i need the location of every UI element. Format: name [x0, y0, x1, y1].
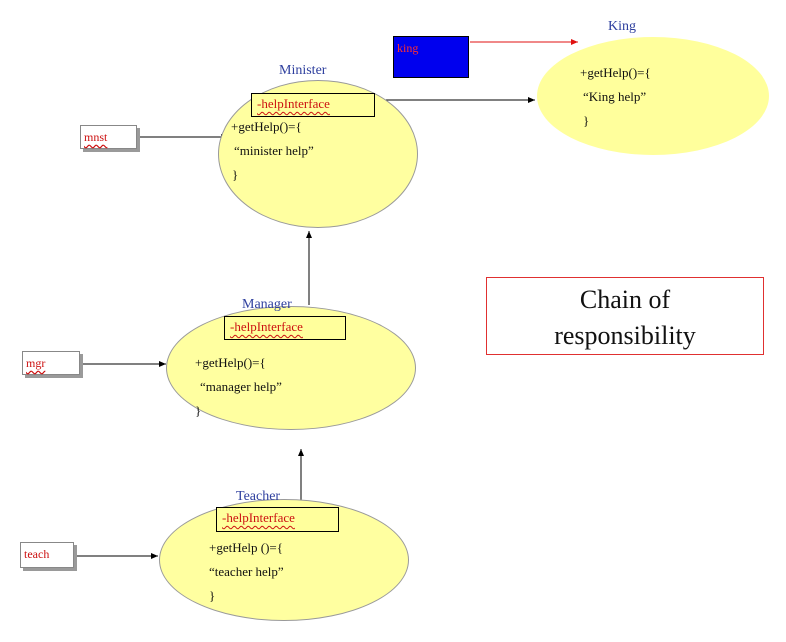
teacher-interface-field: -helpInterface — [216, 507, 339, 532]
minister-code-line-3: } — [232, 167, 239, 182]
caption-line-2: responsibility — [554, 321, 696, 350]
king-title: King — [608, 19, 636, 34]
king-code-line-3: } — [583, 113, 590, 128]
king-node — [537, 37, 769, 155]
teacher-code-line-3: } — [209, 588, 216, 603]
manager-interface-field: -helpInterface — [224, 316, 346, 340]
manager-code-line-3: } — [195, 403, 202, 418]
teacher-title: Teacher — [236, 489, 281, 504]
caption-line-1: Chain of — [579, 285, 671, 314]
teacher-code-line-1: +getHelp ()={ — [209, 540, 283, 555]
manager-code-line-1: +getHelp()={ — [195, 355, 266, 370]
mgr-ref-label: mgr — [26, 356, 46, 370]
king-ref-box: king — [393, 36, 469, 78]
mnst-ref-label: mnst — [84, 130, 108, 144]
king-code-line-1: +getHelp()={ — [580, 65, 651, 80]
mnst-ref-box: mnst — [80, 125, 137, 149]
teach-ref-box: teach — [20, 542, 74, 568]
teacher-code-line-2: “teacher help” — [209, 564, 284, 579]
minister-code-line-1: +getHelp()={ — [231, 119, 302, 134]
manager-title: Manager — [242, 297, 292, 312]
king-code-line-2: “King help” — [583, 89, 647, 104]
king-ref-label: king — [397, 41, 419, 55]
mgr-ref-box: mgr — [22, 351, 80, 375]
teach-ref-label: teach — [24, 547, 50, 561]
minister-title: Minister — [279, 63, 327, 78]
manager-method: +getHelp()={ “manager help” } — [195, 351, 282, 423]
minister-code-line-2: “minister help” — [234, 143, 314, 158]
minister-interface-field: -helpInterface — [251, 93, 375, 117]
minister-method: +getHelp()={ “minister help” } — [231, 115, 314, 187]
king-method: +getHelp()={ “King help” } — [580, 61, 651, 133]
teacher-method: +getHelp ()={ “teacher help” } — [209, 536, 284, 608]
diagram-caption: Chain of responsibility — [486, 277, 764, 355]
manager-code-line-2: “manager help” — [200, 379, 282, 394]
